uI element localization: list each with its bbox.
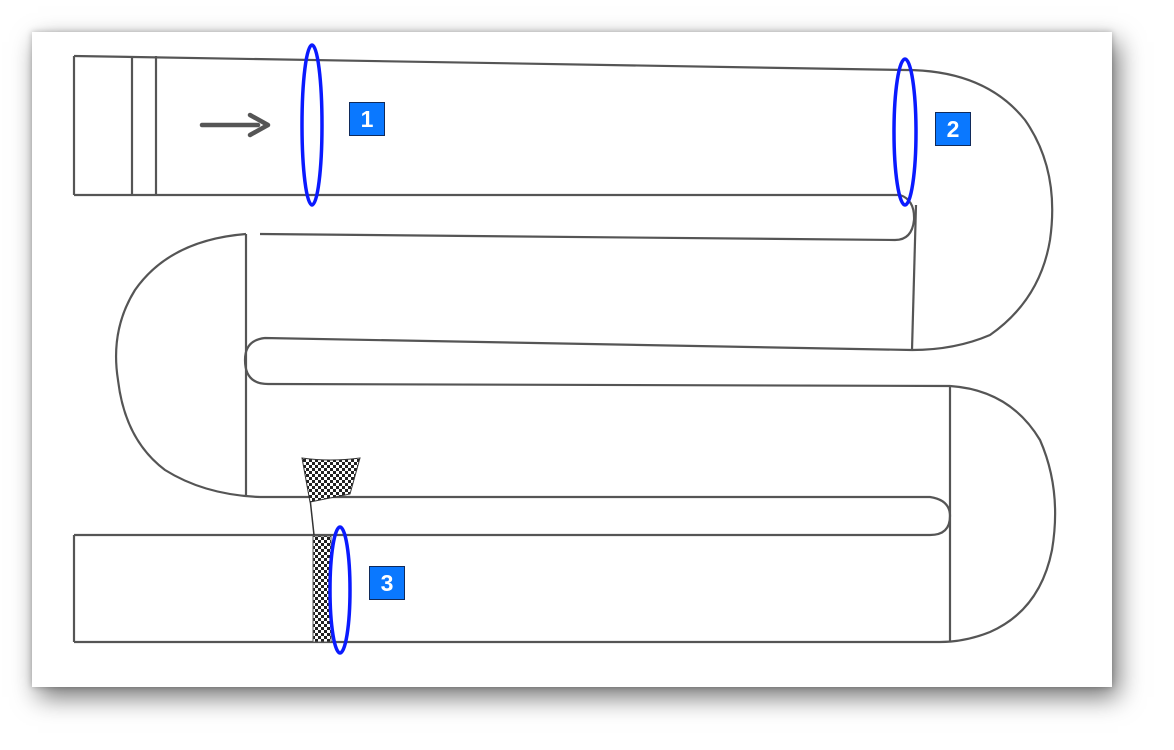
checkpoint-ring-3 <box>328 525 352 655</box>
diagram-card <box>32 32 1112 687</box>
checkpoint-label-1: 1 <box>360 105 374 132</box>
track-tongue-middle <box>243 336 951 388</box>
checkpoint-marker-3: 3 <box>369 566 405 600</box>
checkpoint-label-2: 2 <box>946 115 960 142</box>
track-tongue-lower <box>74 495 952 537</box>
checkpoint-ring-1 <box>300 43 324 207</box>
track-bottom-outer <box>74 384 1057 644</box>
track-inner-top <box>74 193 916 242</box>
track-seam-right-upper <box>910 204 918 351</box>
checkpoint-marker-2: 2 <box>935 112 971 146</box>
track-left-hairpin <box>115 232 261 499</box>
checkpoint-ring-2 <box>892 57 918 207</box>
track-outer-top <box>73 54 1054 352</box>
checkpoint-label-3: 3 <box>380 569 394 596</box>
start-stripes <box>130 56 158 195</box>
checkpoint-marker-1: 1 <box>349 102 385 136</box>
track-outline <box>72 54 1057 644</box>
checkered-flag-icon <box>301 457 361 536</box>
arrow-right-icon <box>199 112 271 138</box>
